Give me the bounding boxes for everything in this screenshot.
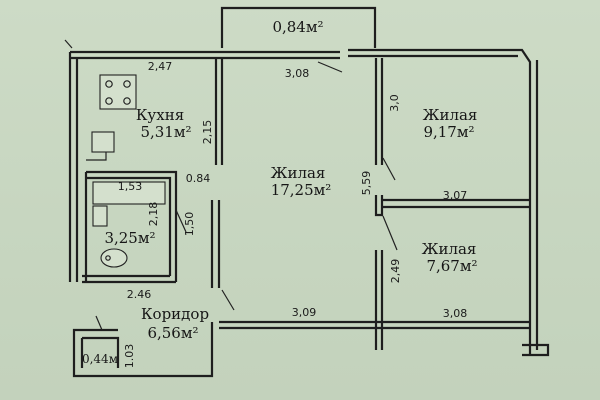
dim-bath-top: 1,53 — [118, 180, 143, 193]
living-left-partition — [210, 200, 221, 288]
living-top-right-area: 9,17м² — [423, 123, 474, 141]
stove-icon — [99, 74, 137, 110]
bathroom-fixtures — [92, 181, 166, 268]
closet-area: 0,44м — [82, 352, 118, 366]
living-main-name: Жилая — [271, 164, 326, 182]
door-swing-5 — [175, 209, 187, 233]
left-wall — [68, 52, 79, 282]
dim-corridor-right: 3,08 — [443, 307, 468, 320]
dim-opening: 0.84 — [186, 172, 211, 185]
door-mark — [64, 39, 73, 49]
corridor-name: Коридор — [141, 305, 209, 323]
dim-right-upper: 3,0 — [388, 94, 401, 112]
balcony-area: 0,84м² — [272, 18, 323, 36]
toilet-bowl-icon — [105, 255, 111, 261]
living-bottom-right-area: 7,67м² — [426, 257, 477, 275]
door-swing-1 — [317, 61, 343, 73]
toilet-icon — [100, 248, 128, 268]
bathroom-wall — [86, 170, 178, 282]
closet-wall — [80, 336, 120, 368]
bathroom-area: 3,25м² — [104, 229, 155, 247]
dimension-labels: 2,47 3,08 2,15 1,53 2,18 0.84 1,50 2.46 … — [118, 60, 468, 368]
central-partition-stub — [374, 195, 384, 217]
corridor-wall — [72, 322, 214, 378]
dim-closet-side: 1.03 — [123, 344, 136, 369]
burner-icon — [105, 97, 113, 105]
living-bottom-right-name: Жилая — [422, 240, 477, 258]
right-wall — [528, 60, 539, 355]
door-swing-2 — [382, 157, 396, 181]
pipe-icon — [86, 152, 107, 161]
central-partition-upper — [374, 58, 384, 165]
dim-living-top: 3,08 — [285, 67, 310, 80]
dim-right-lower: 2,49 — [389, 259, 402, 284]
living-main-area: 17,25м² — [271, 181, 332, 199]
door-swings — [64, 39, 398, 331]
door-swing-3 — [382, 215, 398, 251]
central-partition-lower — [374, 250, 384, 330]
kitchen-fixtures — [86, 74, 137, 161]
burner-icon — [123, 80, 131, 88]
right-rooms-divider — [382, 198, 530, 209]
room-labels: 0,84м² Кухня 5,31м² 3,25м² Жилая 17,25м²… — [82, 18, 478, 366]
dim-corridor-mid: 3,09 — [292, 306, 317, 319]
burner-icon — [123, 97, 131, 105]
washbasin-icon — [92, 205, 108, 227]
burner-icon — [105, 80, 113, 88]
walls — [68, 6, 550, 378]
kitchen-area: 5,31м² — [140, 123, 191, 141]
kitchen-sink-icon — [91, 131, 115, 153]
bottom-wall — [219, 320, 530, 330]
door-swing-4 — [221, 289, 235, 311]
corridor-area: 6,56м² — [147, 324, 198, 342]
kitchen-partition — [214, 58, 224, 165]
corridor-stub — [374, 330, 384, 350]
dim-bath-bottom: 2.46 — [127, 288, 152, 301]
dim-right-mid: 3,07 — [443, 189, 468, 202]
living-top-right-name: Жилая — [423, 106, 478, 124]
door-swing-6 — [95, 315, 103, 331]
top-right-wall — [348, 48, 532, 72]
dim-kitchen-right: 2,15 — [201, 120, 214, 145]
dim-kitchen-top: 2,47 — [148, 60, 173, 73]
dim-living-right: 5,59 — [360, 171, 373, 196]
entry-stub — [522, 343, 550, 357]
dim-bath-side: 2,18 — [147, 202, 160, 227]
bathroom-bottom-wall — [82, 274, 176, 284]
top-wall — [70, 50, 340, 60]
dim-opening-side: 1,50 — [183, 212, 196, 237]
balcony-wall — [220, 6, 377, 48]
kitchen-name: Кухня — [136, 106, 184, 124]
bathtub-icon — [92, 181, 166, 205]
